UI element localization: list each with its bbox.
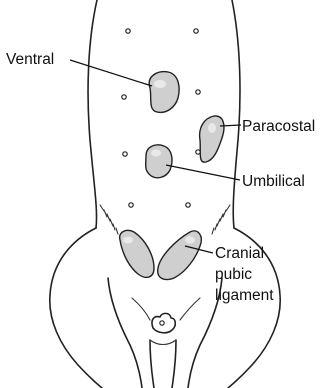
perineum-symbol: [152, 313, 175, 332]
ventral-label: Ventral: [6, 51, 54, 68]
paracostal-label: Paracostal: [242, 118, 315, 135]
cranial-pubic-hernia-right: [158, 231, 202, 280]
ventral-hernia: [149, 72, 179, 113]
left-body-contour: [88, 0, 97, 228]
body-outline: [50, 0, 280, 388]
cranial-pubic-label-line2: pubic: [215, 266, 252, 283]
nipple: [122, 95, 126, 99]
umbilical-label: Umbilical: [242, 173, 305, 190]
cranial-pubic-right-highlight: [185, 237, 195, 244]
inguinal-strokes-left: [100, 205, 118, 234]
nipple: [194, 29, 198, 33]
paracostal-hernia-highlight: [208, 123, 216, 133]
nipple: [123, 152, 127, 156]
nipple: [129, 203, 133, 207]
ventral-hernia-highlight: [154, 80, 166, 88]
nipple: [186, 203, 190, 207]
perineum-center: [160, 321, 164, 325]
right-body-contour: [232, 0, 240, 228]
ventral-leader: [70, 60, 152, 86]
umbilical-hernia: [146, 145, 172, 178]
rear-inner-left: [132, 298, 150, 320]
left-inner-thigh: [108, 278, 142, 388]
cranial-pubic-label-line3: ligament: [215, 287, 274, 304]
cranial-pubic-label-line1: Cranial: [215, 245, 264, 262]
rear-inner-right: [180, 298, 200, 320]
prepuce-right: [172, 340, 176, 388]
paracostal-hernia: [200, 116, 224, 162]
inguinal-strokes-right: [212, 205, 230, 234]
hernia-sites: [120, 72, 224, 280]
nipples: [122, 29, 200, 245]
nipple: [126, 29, 130, 33]
umbilical-leader: [166, 165, 240, 180]
prepuce-base: [150, 340, 176, 345]
left-hindlimb-outer: [50, 228, 102, 388]
prepuce-left: [150, 340, 154, 388]
cranial-pubic-left-highlight: [123, 237, 133, 244]
umbilical-hernia-highlight: [151, 150, 161, 157]
nipple: [196, 90, 200, 94]
